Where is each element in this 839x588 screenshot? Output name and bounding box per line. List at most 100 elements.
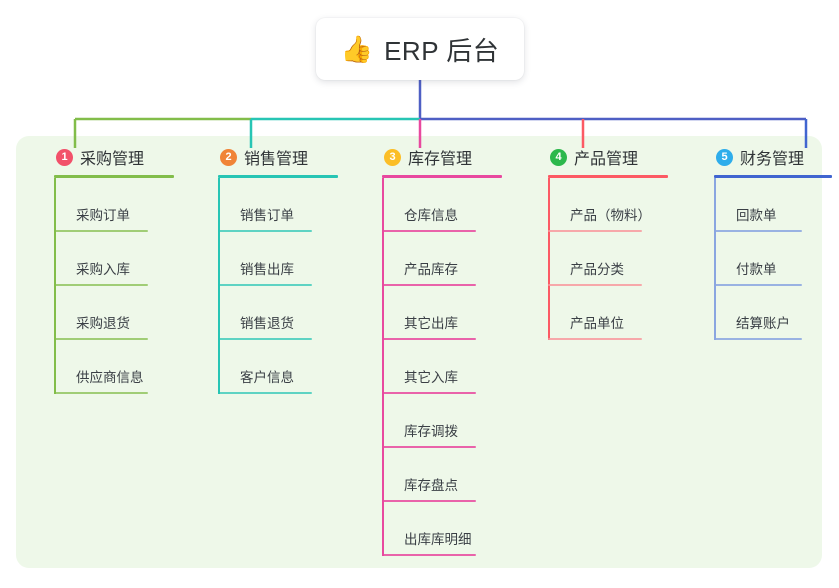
column-items-5: 回款单付款单结算账户 (714, 178, 834, 340)
column-4: 4 产品管理产品（物料） 产品分类产品单位 (528, 144, 678, 340)
column-badge-3: 3 (384, 148, 401, 166)
list-item[interactable]: 供应商信息 (54, 340, 184, 394)
list-item-label: 库存调拨 (404, 424, 458, 439)
list-item-rule (382, 500, 476, 502)
list-item-label: 其它入库 (404, 370, 458, 385)
column-badge-1: 1 (56, 148, 73, 166)
list-item-rule (382, 338, 476, 340)
column-stem-1 (54, 178, 56, 394)
list-item-rule (218, 284, 312, 286)
list-item-label: 其它出库 (404, 316, 458, 331)
column-title-2: 销售管理 (244, 151, 309, 168)
list-item-rule (218, 338, 312, 340)
column-badge-5: 5 (716, 148, 733, 166)
column-header-2[interactable]: 2 销售管理 (198, 144, 348, 170)
list-item-rule (382, 392, 476, 394)
list-item[interactable]: 采购订单 (54, 178, 184, 232)
list-item[interactable]: 销售退货 (218, 286, 348, 340)
diagram-panel (16, 136, 822, 568)
column-stem-5 (714, 178, 716, 340)
column-1: 1 采购管理采购订单采购入库采购退货供应商信息 (34, 144, 184, 394)
list-item-rule (714, 284, 802, 286)
column-title-3: 库存管理 (408, 151, 473, 168)
list-item-label: 产品分类 (570, 262, 624, 277)
list-item[interactable]: 销售订单 (218, 178, 348, 232)
list-item[interactable]: 库存盘点 (382, 448, 512, 502)
list-item-label: 采购退货 (76, 316, 130, 331)
list-item-rule (218, 230, 312, 232)
list-item-label: 结算账户 (736, 316, 790, 331)
list-item-label: 产品库存 (404, 262, 458, 277)
list-item-label: 销售退货 (240, 316, 294, 331)
column-items-1: 采购订单采购入库采购退货供应商信息 (54, 178, 184, 394)
list-item-label: 销售订单 (240, 208, 294, 223)
list-item[interactable]: 库存调拨 (382, 394, 512, 448)
column-stem-4 (548, 178, 550, 340)
list-item[interactable]: 产品分类 (548, 232, 678, 286)
list-item-label: 回款单 (736, 208, 777, 223)
column-title-5: 财务管理 (740, 151, 805, 168)
list-item-label: 出库库明细 (404, 532, 472, 547)
list-item-rule (54, 338, 148, 340)
list-item[interactable]: 采购退货 (54, 286, 184, 340)
list-item[interactable]: 其它出库 (382, 286, 512, 340)
list-item[interactable]: 付款单 (714, 232, 834, 286)
column-header-1[interactable]: 1 采购管理 (34, 144, 184, 170)
list-item-label: 产品单位 (570, 316, 624, 331)
list-item[interactable]: 回款单 (714, 178, 834, 232)
list-item-rule (382, 446, 476, 448)
list-item-rule (382, 284, 476, 286)
column-items-2: 销售订单销售出库销售退货客户信息 (218, 178, 348, 394)
list-item-rule (382, 230, 476, 232)
list-item[interactable]: 客户信息 (218, 340, 348, 394)
list-item-rule (218, 392, 312, 394)
list-item-rule (548, 230, 642, 232)
list-item-label: 仓库信息 (404, 208, 458, 223)
list-item-label: 采购订单 (76, 208, 130, 223)
column-header-5[interactable]: 5 财务管理 (694, 144, 834, 170)
list-item-label: 客户信息 (240, 370, 294, 385)
list-item[interactable]: 采购入库 (54, 232, 184, 286)
list-item-label: 销售出库 (240, 262, 294, 277)
list-item-label: 采购入库 (76, 262, 130, 277)
column-header-4[interactable]: 4 产品管理 (528, 144, 678, 170)
column-5: 5 财务管理回款单付款单结算账户 (694, 144, 834, 340)
list-item-rule (714, 338, 802, 340)
column-header-3[interactable]: 3 库存管理 (362, 144, 512, 170)
thumbs-up-icon: 👍 (340, 34, 374, 64)
list-item-label: 产品（物料） (570, 208, 651, 223)
column-rule-5 (714, 175, 832, 178)
list-item-label: 库存盘点 (404, 478, 458, 493)
column-title-1: 采购管理 (80, 151, 145, 168)
column-stem-2 (218, 178, 220, 394)
list-item[interactable]: 出库库明细 (382, 502, 512, 556)
list-item-rule (548, 284, 642, 286)
root-node-title: ERP 后台 (384, 35, 500, 66)
list-item[interactable]: 销售出库 (218, 232, 348, 286)
list-item-rule (54, 392, 148, 394)
column-badge-4: 4 (550, 148, 567, 166)
column-badge-2: 2 (220, 148, 237, 166)
column-rule-4 (548, 175, 668, 178)
list-item[interactable]: 结算账户 (714, 286, 834, 340)
root-node-card[interactable]: 👍 ERP 后台 (316, 18, 524, 80)
column-items-4: 产品（物料） 产品分类产品单位 (548, 178, 678, 340)
column-rule-2 (218, 175, 338, 178)
list-item[interactable]: 仓库信息 (382, 178, 512, 232)
list-item-rule (54, 230, 148, 232)
column-items-3: 仓库信息产品库存其它出库其它入库库存调拨库存盘点出库库明细 (382, 178, 512, 556)
list-item[interactable]: 产品库存 (382, 232, 512, 286)
list-item-rule (714, 230, 802, 232)
list-item-label: 付款单 (736, 262, 777, 277)
list-item-rule (548, 338, 642, 340)
column-rule-1 (54, 175, 174, 178)
column-3: 3 库存管理仓库信息产品库存其它出库其它入库库存调拨库存盘点出库库明细 (362, 144, 512, 556)
list-item-rule (382, 554, 476, 556)
column-stem-3 (382, 178, 384, 556)
list-item[interactable]: 其它入库 (382, 340, 512, 394)
list-item[interactable]: 产品单位 (548, 286, 678, 340)
column-2: 2 销售管理销售订单销售出库销售退货客户信息 (198, 144, 348, 394)
column-title-4: 产品管理 (574, 151, 639, 168)
list-item[interactable]: 产品（物料） (548, 178, 678, 232)
